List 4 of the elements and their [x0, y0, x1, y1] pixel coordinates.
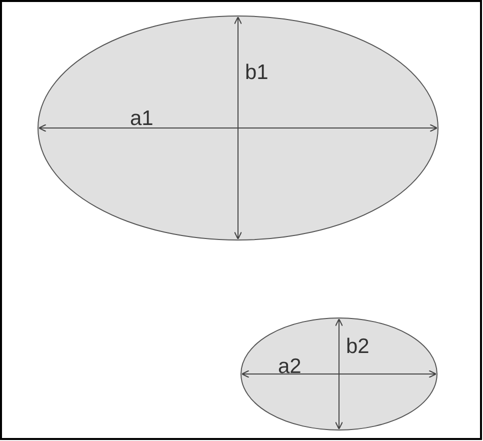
dimension-label: b1	[245, 62, 268, 83]
dimension-label: b2	[346, 336, 370, 357]
dimension-label: a2	[278, 356, 302, 377]
dimension-label: a1	[130, 108, 154, 129]
